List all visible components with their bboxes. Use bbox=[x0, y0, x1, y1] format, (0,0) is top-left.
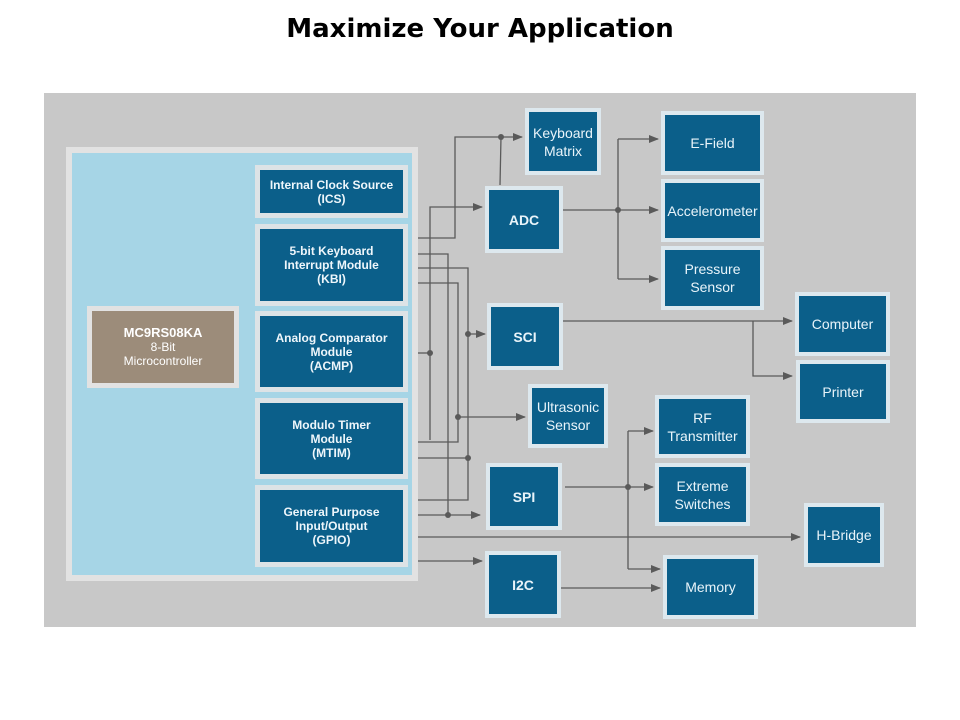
peripheral-memory: Memory bbox=[663, 555, 758, 619]
chip-part-number: MC9RS08KA bbox=[123, 325, 203, 340]
peripheral-computer: Computer bbox=[795, 292, 890, 356]
page-title: Maximize Your Application bbox=[286, 14, 674, 44]
module-acmp: Analog Comparator Module (ACMP) bbox=[255, 311, 408, 392]
peripheral-extreme-switches: Extreme Switches bbox=[655, 463, 750, 526]
module-gpio: General Purpose Input/Output (GPIO) bbox=[255, 485, 408, 567]
peripheral-printer: Printer bbox=[796, 360, 890, 423]
peripheral-rf-transmitter: RF Transmitter bbox=[655, 395, 750, 458]
peripheral-accelerometer: Accelerometer bbox=[661, 179, 764, 242]
peripheral-h-bridge: H-Bridge bbox=[804, 503, 884, 567]
peripheral-ultrasonic-sensor: Ultrasonic Sensor bbox=[528, 384, 608, 448]
interface-adc: ADC bbox=[485, 186, 563, 253]
peripheral-pressure-sensor: Pressure Sensor bbox=[661, 246, 764, 310]
peripheral-e-field: E-Field bbox=[661, 111, 764, 175]
interface-spi: SPI bbox=[486, 463, 562, 530]
chip-bits: 8-Bit bbox=[150, 340, 176, 354]
module-mtim: Modulo Timer Module (MTIM) bbox=[255, 398, 408, 479]
microcontroller-chip: MC9RS08KA 8-Bit Microcontroller bbox=[87, 306, 239, 388]
interface-sci: SCI bbox=[487, 303, 563, 370]
interface-i2c: I2C bbox=[485, 551, 561, 618]
peripheral-keyboard-matrix: Keyboard Matrix bbox=[525, 108, 601, 175]
chip-type: Microcontroller bbox=[123, 354, 203, 368]
module-kbi: 5-bit Keyboard Interrupt Module (KBI) bbox=[255, 224, 408, 306]
module-ics: Internal Clock Source (ICS) bbox=[255, 165, 408, 218]
